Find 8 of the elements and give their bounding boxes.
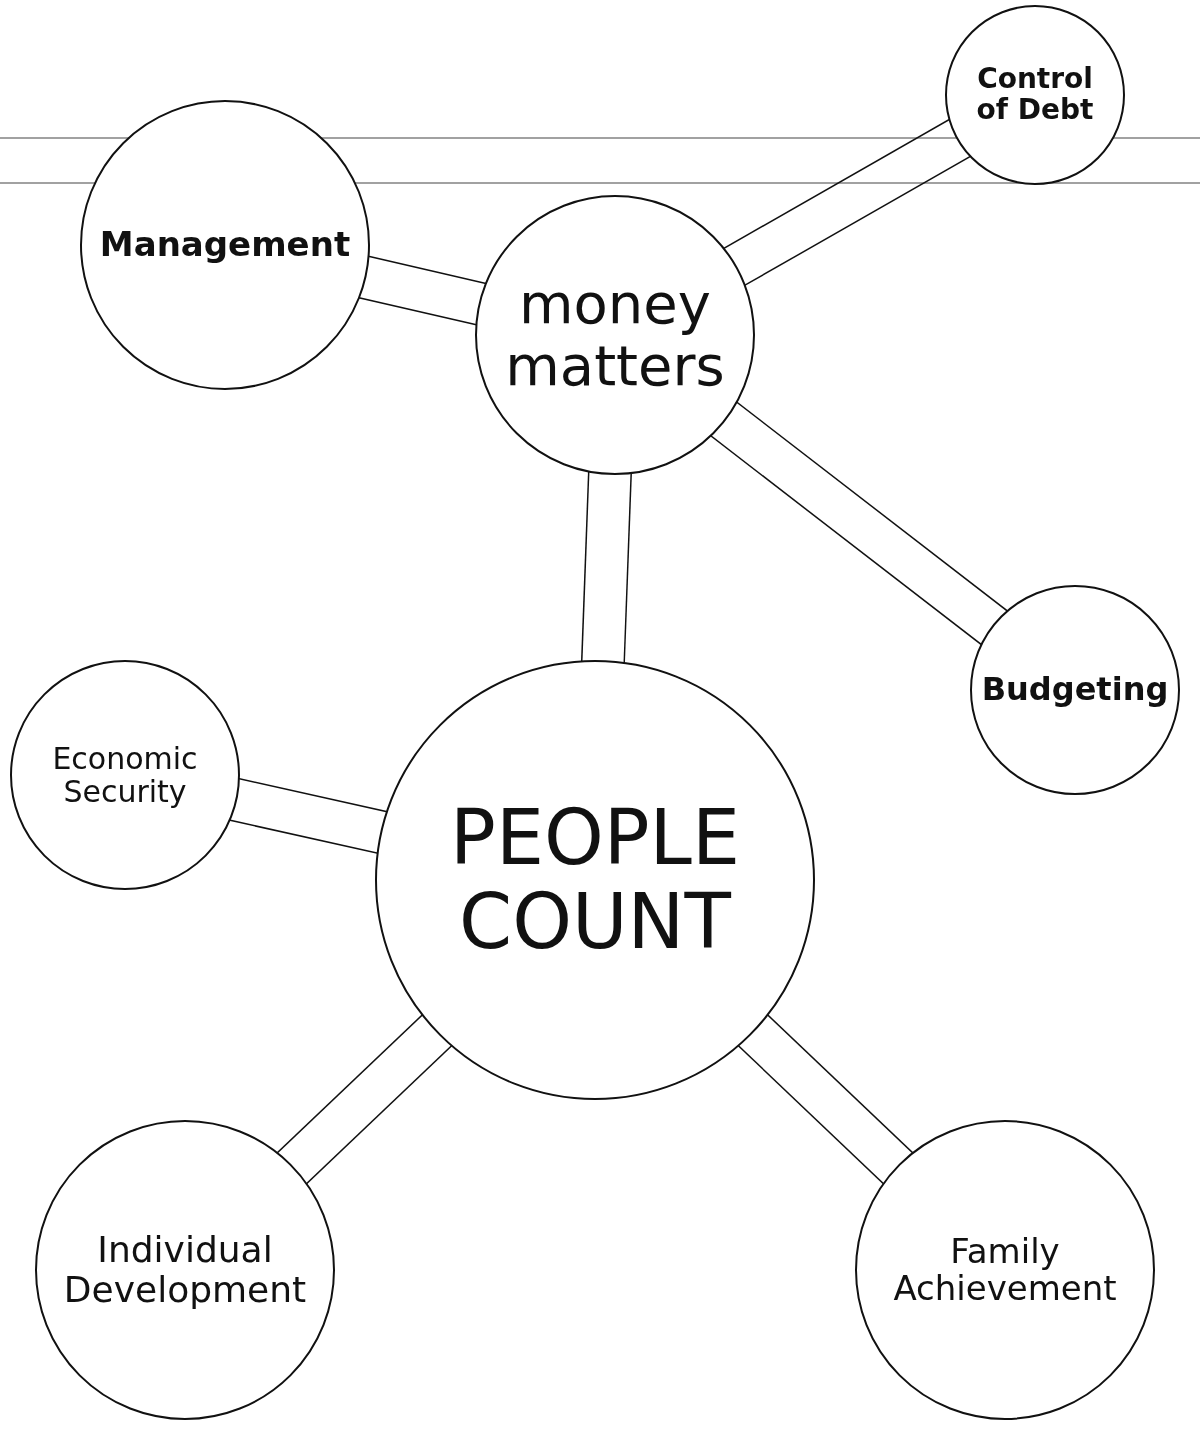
- circle-label: money matters: [504, 273, 726, 397]
- circle-label: PEOPLE COUNT: [449, 796, 741, 964]
- circle-label: Individual Development: [62, 1230, 308, 1310]
- circle-label: Economic Security: [51, 742, 199, 808]
- circle-label: Control of Debt: [975, 64, 1095, 126]
- circle-label: Management: [99, 226, 351, 264]
- circle-label: Family Achievement: [892, 1232, 1118, 1308]
- circle-label: Budgeting: [981, 672, 1169, 708]
